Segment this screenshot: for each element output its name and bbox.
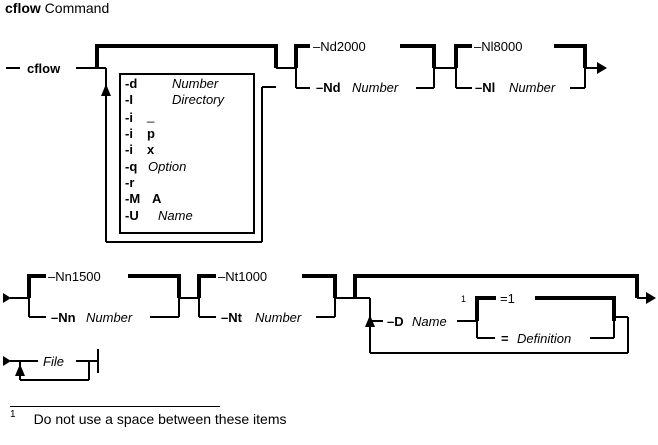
flag-i-x: -i — [125, 142, 133, 157]
d-default: =1 — [500, 291, 515, 306]
flag-M-arg: A — [152, 191, 162, 206]
flag-i-p-arg: p — [147, 126, 155, 141]
flag-q: -q — [125, 159, 137, 174]
nt-arg: Number — [255, 310, 302, 325]
nd-arg: Number — [352, 80, 399, 95]
continue-arrow-icon — [597, 62, 607, 74]
footnote-rule — [10, 406, 220, 407]
d-arg: Name — [412, 314, 447, 329]
title-suffix: Command — [44, 0, 110, 16]
command-cflow: cflow — [27, 61, 61, 76]
nn-group: –Nn1500 –Nn Number — [27, 269, 181, 325]
nt-flag: –Nt — [221, 310, 243, 325]
flag-i-x-arg: x — [147, 142, 155, 157]
nl-default: –Nl8000 — [474, 39, 522, 54]
footnote: 1 Do not use a space between these items — [10, 406, 287, 426]
d-flag: –D — [387, 314, 404, 329]
flag-I-arg: Directory — [172, 92, 226, 107]
file-group: File — [3, 349, 99, 381]
nt-default: –Nt1000 — [218, 269, 267, 284]
file-repeat-arrow-icon — [15, 364, 25, 376]
nn-flag: –Nn — [51, 310, 76, 325]
title-command: cflow — [5, 0, 41, 16]
footnote-text: Do not use a space between these items — [33, 411, 287, 427]
flags-group — [95, 44, 278, 243]
nl-arg: Number — [509, 80, 556, 95]
repeat-arrow-icon — [101, 84, 111, 96]
flag-M: -M — [125, 191, 140, 206]
nl-flag: –Nl — [475, 80, 495, 95]
flag-U: -U — [125, 208, 139, 223]
flag-I: -I — [125, 92, 133, 107]
flag-U-arg: Name — [158, 208, 193, 223]
flag-q-arg: Option — [148, 159, 186, 174]
row3-start-arrow-icon — [3, 356, 11, 366]
nd-default: –Nd2000 — [313, 39, 366, 54]
footnote-ref: 1 — [461, 294, 466, 304]
flag-d: -d — [125, 76, 137, 91]
flag-i-p: -i — [125, 126, 133, 141]
nd-flag: –Nd — [316, 80, 341, 95]
flag-list: -d Number -I Directory -i _ -i p -i x -q… — [125, 76, 226, 223]
flag-d-arg: Number — [172, 76, 219, 91]
row2-start-arrow-icon — [3, 293, 11, 303]
d-group: –D Name 1 =1 = Definition — [353, 274, 639, 354]
nd-group: –Nd2000 –Nd Number — [294, 39, 436, 95]
nn-arg: Number — [86, 310, 133, 325]
d-def: Definition — [517, 331, 571, 346]
flag-r: -r — [125, 175, 134, 190]
flags-box — [119, 73, 255, 234]
flag-i-underscore-arg: _ — [146, 108, 155, 123]
nt-group: –Nt1000 –Nt Number — [197, 269, 337, 325]
nl-group: –Nl8000 –Nl Number — [454, 39, 587, 95]
flag-i-underscore: -i — [125, 110, 133, 125]
file-arg: File — [43, 354, 64, 369]
footnote-number: 1 — [10, 409, 16, 420]
page-title: cflow Command — [5, 0, 109, 16]
row2-continue-arrow-icon — [646, 292, 656, 304]
nn-default: –Nn1500 — [48, 269, 101, 284]
d-eq: = — [501, 331, 509, 346]
